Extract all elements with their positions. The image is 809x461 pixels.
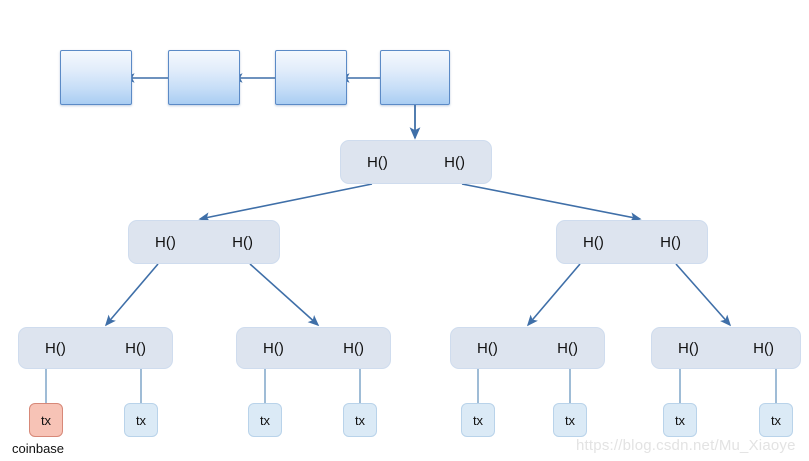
merkle-root-node[interactable]: H() H(): [340, 140, 492, 184]
hash-node-l2-b-right-hash: H(): [343, 339, 364, 357]
tx-node-1[interactable]: tx: [29, 403, 63, 437]
hash-node-l2-d-left-hash: H(): [678, 339, 699, 357]
tx-node-5[interactable]: tx: [461, 403, 495, 437]
hash-node-l1-left-left-hash: H(): [155, 233, 176, 251]
hash-node-l1-left-right-hash: H(): [232, 233, 253, 251]
tx-node-2[interactable]: tx: [124, 403, 158, 437]
block-3[interactable]: [275, 50, 347, 105]
hash-node-l2-c[interactable]: H() H(): [450, 327, 605, 369]
hash-node-l2-c-left-hash: H(): [477, 339, 498, 357]
tx-node-8[interactable]: tx: [759, 403, 793, 437]
tx-node-3[interactable]: tx: [248, 403, 282, 437]
csdn-watermark: https://blog.csdn.net/Mu_Xiaoye: [576, 437, 796, 454]
merkle-root-node-right-hash: H(): [444, 153, 465, 171]
tx-node-4[interactable]: tx: [343, 403, 377, 437]
hash-node-l2-c-right-hash: H(): [557, 339, 578, 357]
edge-l1-right-to-l2-d: [675, 263, 732, 327]
hash-node-l2-b-left-hash: H(): [263, 339, 284, 357]
tx-node-6[interactable]: tx: [553, 403, 587, 437]
edge-root-to-l1-right: [461, 183, 642, 222]
block-4[interactable]: [380, 50, 450, 105]
hash-node-l2-a[interactable]: H() H(): [18, 327, 173, 369]
tx-node-7[interactable]: tx: [663, 403, 697, 437]
block-2[interactable]: [168, 50, 240, 105]
leaf-stem-group: [45, 369, 777, 403]
hash-node-l2-d[interactable]: H() H(): [651, 327, 801, 369]
hash-node-l2-a-right-hash: H(): [125, 339, 146, 357]
edge-root-to-l1-left: [198, 183, 373, 222]
hash-node-l1-right-right-hash: H(): [660, 233, 681, 251]
edge-l1-left-to-l2-a: [104, 263, 159, 327]
hash-node-l1-right[interactable]: H() H(): [556, 220, 708, 264]
hash-node-l1-right-left-hash: H(): [583, 233, 604, 251]
merkle-root-node-left-hash: H(): [367, 153, 388, 171]
hash-node-l1-left[interactable]: H() H(): [128, 220, 280, 264]
hash-node-l2-d-right-hash: H(): [753, 339, 774, 357]
coinbase-caption: coinbase: [12, 441, 65, 456]
edge-l1-left-to-l2-b: [249, 263, 320, 327]
block-1[interactable]: [60, 50, 132, 105]
hash-node-l2-a-left-hash: H(): [45, 339, 66, 357]
hash-node-l2-b[interactable]: H() H(): [236, 327, 391, 369]
edge-l1-right-to-l2-c: [526, 263, 581, 327]
